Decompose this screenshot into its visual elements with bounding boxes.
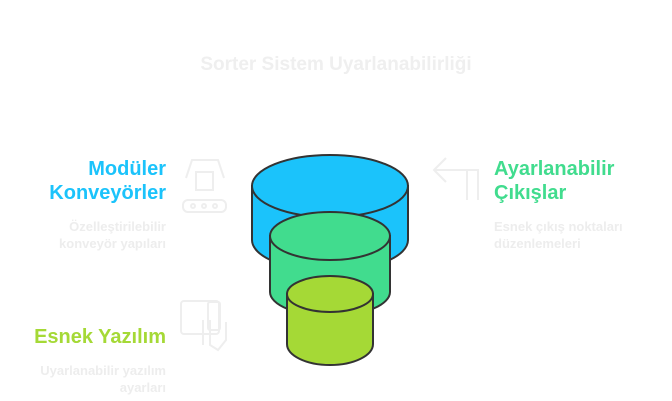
desc-line: düzenlemeleri — [494, 236, 581, 251]
desc-modular-conveyors: Özelleştirilebilir konveyör yapıları — [59, 218, 166, 252]
heading-adjustable-outputs: Ayarlanabilir Çıkışlar — [494, 157, 614, 205]
devices-touch-icon — [180, 300, 227, 352]
desc-line: konveyör yapıları — [59, 236, 166, 251]
diagram-title: Sorter Sistem Uyarlanabilirliği — [200, 54, 472, 75]
heading-line: Esnek Yazılım — [34, 326, 166, 348]
turn-left-arrow-icon — [432, 157, 479, 200]
conveyor-robot-icon — [182, 159, 227, 213]
heading-flexible-software: Esnek Yazılım — [34, 325, 166, 349]
heading-line: Çıkışlar — [494, 182, 567, 204]
desc-line: Esnek çıkış noktaları — [494, 219, 623, 234]
desc-line: Uyarlanabilir yazılım — [40, 363, 166, 378]
heading-line: Ayarlanabilir — [494, 158, 615, 180]
desc-line: ayarları — [119, 380, 166, 395]
heading-line: Konveyörler — [49, 182, 166, 204]
desc-flexible-software: Uyarlanabilir yazılım ayarları — [40, 362, 166, 396]
desc-adjustable-outputs: Esnek çıkış noktaları düzenlemeleri — [494, 218, 623, 252]
heading-line: Modüler — [88, 158, 166, 180]
cylinder-lime — [286, 275, 374, 366]
desc-line: Özelleştirilebilir — [69, 219, 166, 234]
heading-modular-conveyors: Modüler Konveyörler — [49, 157, 166, 205]
